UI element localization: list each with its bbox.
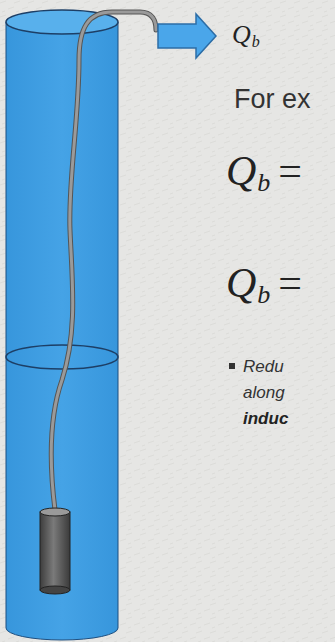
flow-symbol: Q [232, 22, 251, 48]
well-casing [6, 22, 118, 640]
hose [51, 12, 156, 510]
bullet [229, 363, 235, 369]
note-text: Redu [243, 358, 284, 375]
note-text: induc [243, 410, 288, 427]
pump-bottom [40, 586, 70, 594]
subscript: b [257, 282, 270, 308]
subscript: b [252, 34, 260, 50]
equals-sign: = [278, 150, 302, 192]
formula-symbol: Q [226, 150, 256, 192]
flow-arrow [158, 14, 216, 58]
formula-symbol: Q [226, 262, 256, 304]
hose-outline [51, 12, 156, 510]
pump-top [40, 508, 70, 516]
water-level [6, 345, 118, 369]
subscript: b [257, 170, 270, 196]
pump-body [40, 512, 70, 590]
note-text: along [243, 384, 285, 401]
equals-sign: = [278, 262, 302, 304]
heading-text: For ex [234, 86, 311, 113]
